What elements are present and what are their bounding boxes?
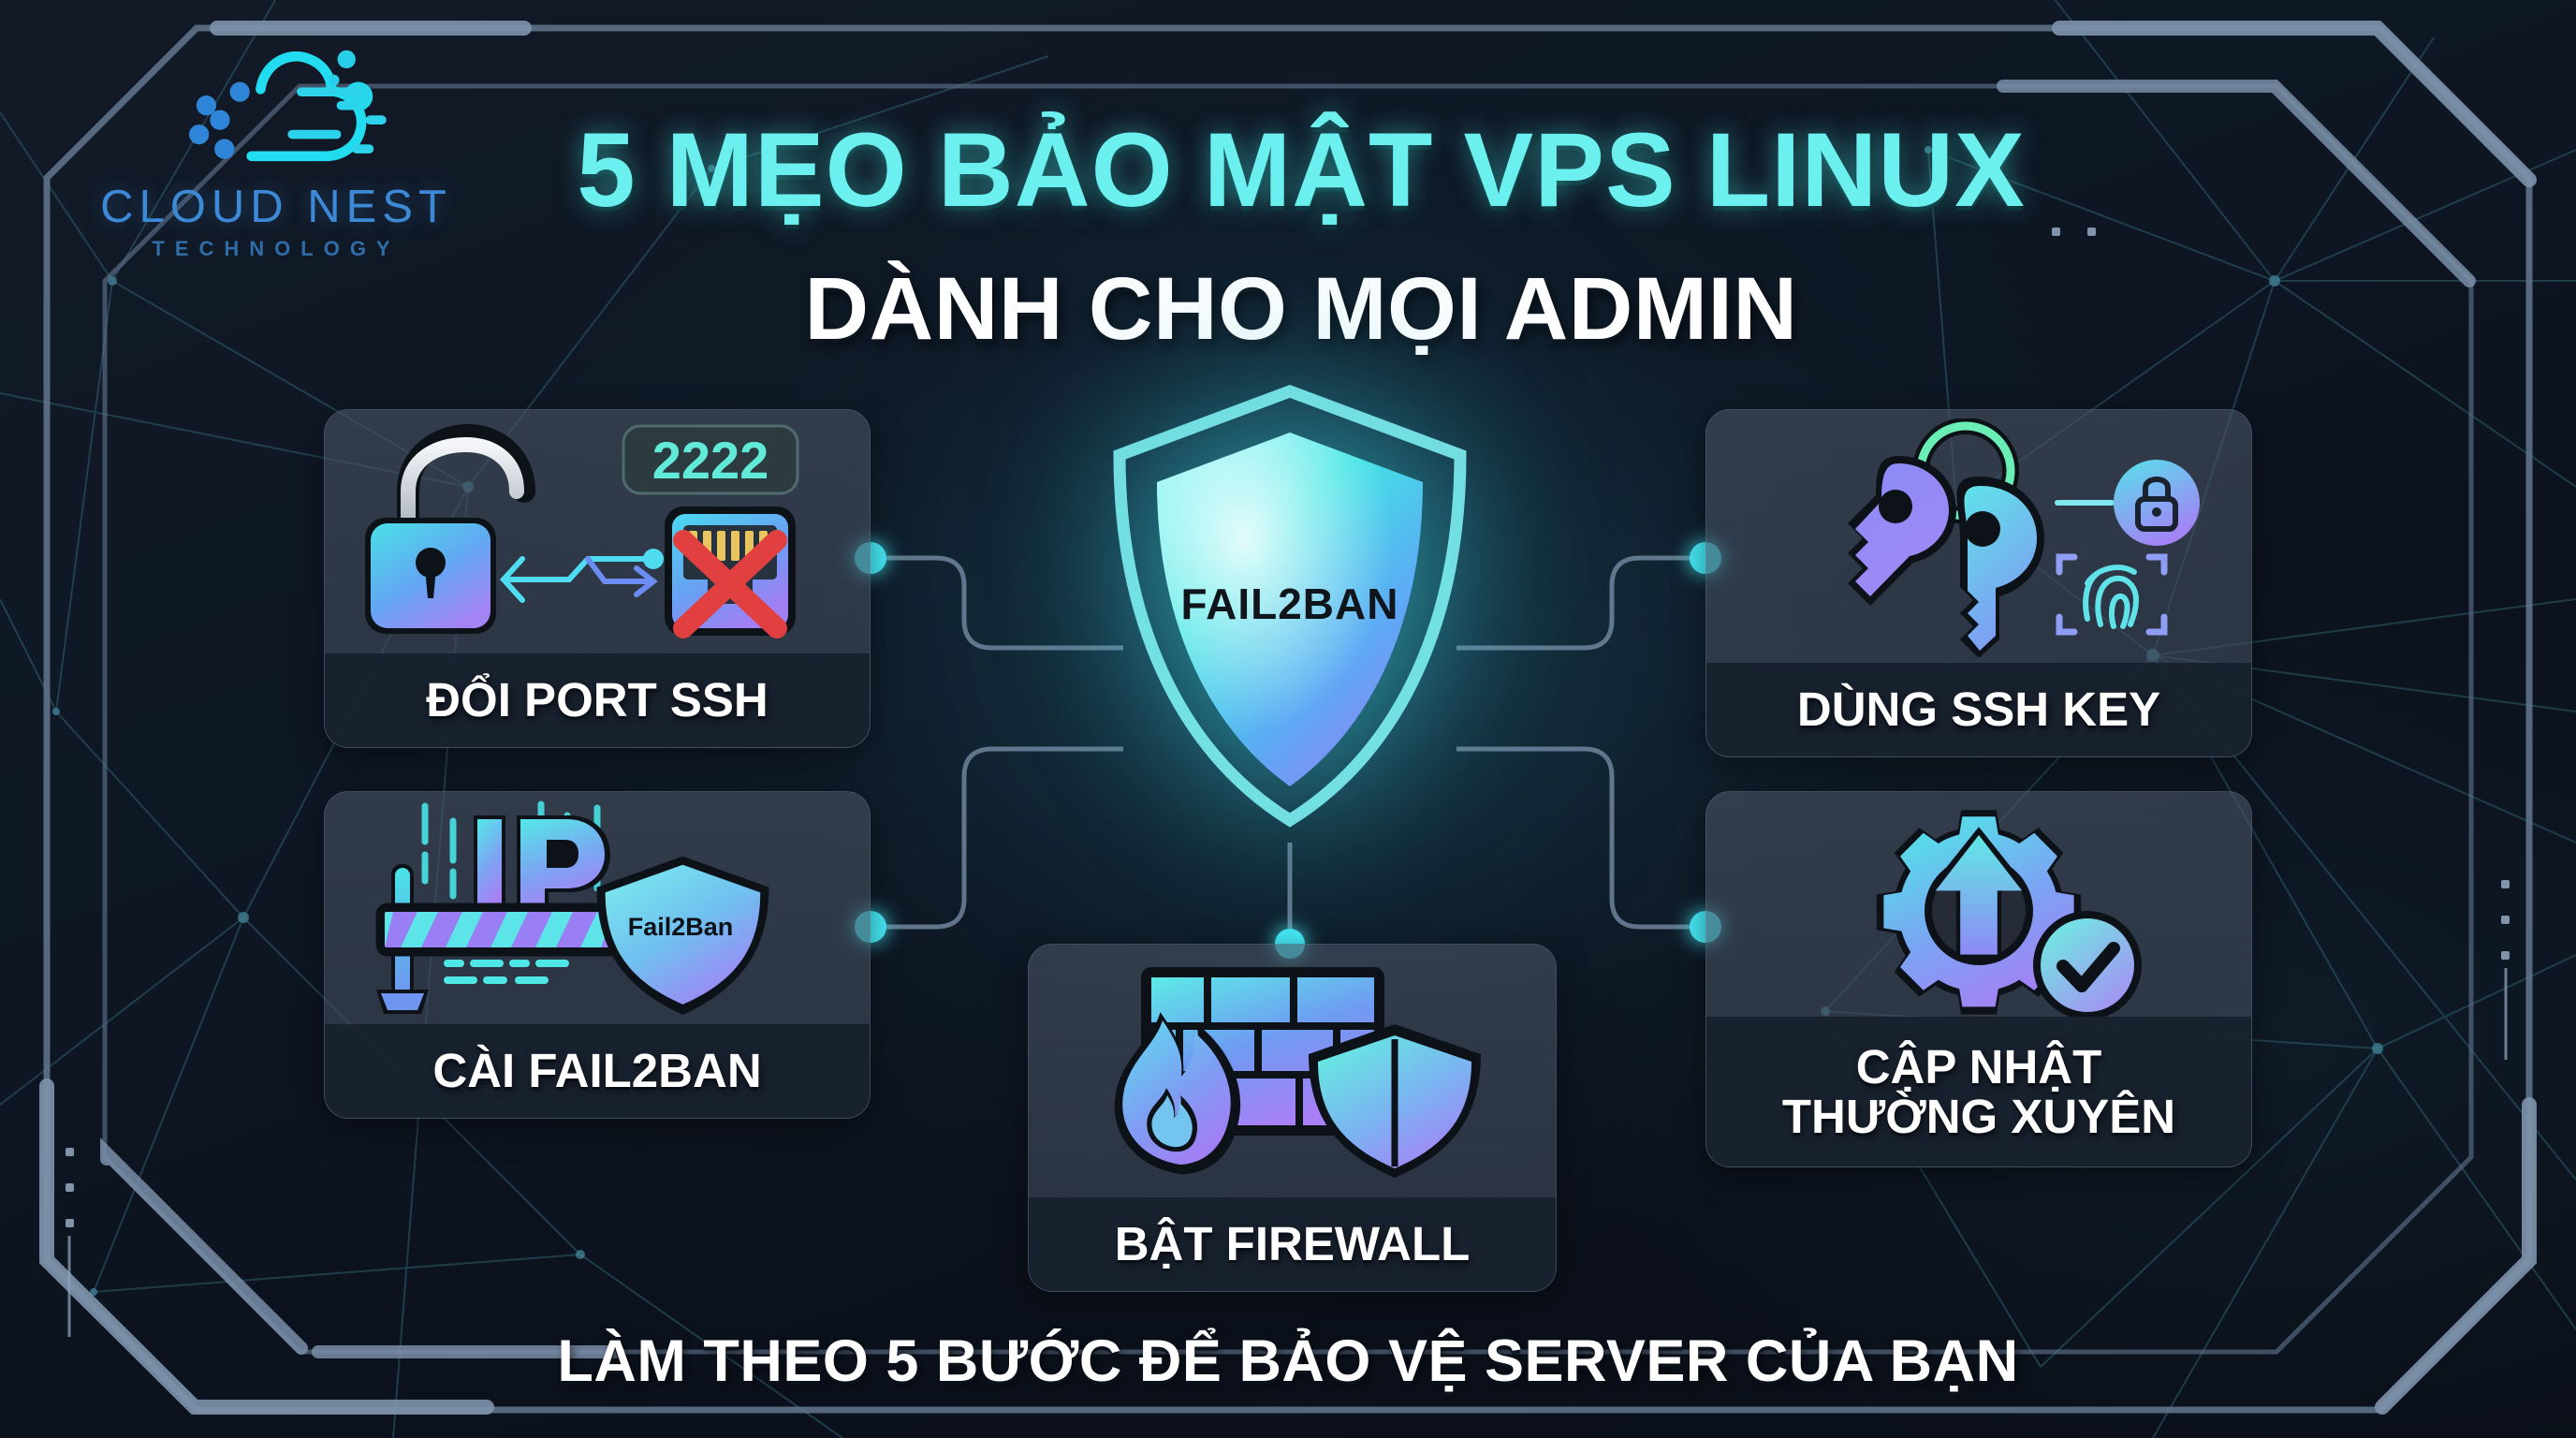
check-circle-icon: [2033, 911, 2142, 1018]
shield-icon: [1308, 1024, 1481, 1178]
card-label: CÀI FAIL2BAN: [432, 1044, 762, 1098]
footer-caption: LÀM THEO 5 BƯỚC ĐỂ BẢO VỆ SERVER CỦA BẠN: [557, 1328, 2019, 1394]
port-badge: 2222: [622, 424, 799, 495]
card-label: BẬT FIREWALL: [1114, 1217, 1471, 1271]
open-padlock-icon: 2222: [365, 423, 799, 638]
page-subtitle: DÀNH CHO MỌI ADMIN: [804, 259, 1798, 359]
up-arrow-icon: [1929, 827, 2028, 961]
brand-name: CLOUD NEST: [100, 182, 452, 232]
fingerprint-scan-icon: [2056, 553, 2168, 635]
fail2ban-shield-icon: Fail2Ban: [596, 856, 769, 1015]
card-label: DÙNG SSH KEY: [1796, 682, 2161, 737]
cloud-speed-lines-icon: [189, 50, 387, 162]
brand-tagline: TECHNOLOGY: [152, 237, 401, 260]
gear-icon: [1876, 810, 2142, 1018]
card-doi-port-ssh[interactable]: 2222: [324, 409, 871, 748]
blocked-x-icon: [673, 530, 787, 638]
flame-icon: [1114, 1012, 1240, 1175]
brick-wall-icon: [1114, 967, 1481, 1178]
brand-logo: CLOUD NEST TECHNOLOGY: [89, 42, 463, 260]
card-label-line1: CẬP NHẬT: [1855, 1039, 2102, 1093]
ip-text-icon: [474, 815, 610, 918]
keys-icon: [1848, 418, 2200, 657]
card-cai-fail2ban[interactable]: Fail2Ban CÀI FAIL2BAN: [324, 791, 871, 1119]
svg-text:2222: 2222: [652, 431, 769, 490]
fail2ban-shield-text: Fail2Ban: [628, 913, 734, 941]
lock-badge-icon: [2114, 459, 2200, 546]
barrier-gate-icon: Fail2Ban: [375, 800, 769, 1015]
page-title: 5 MẸO BẢO MẬT VPS LINUX: [577, 111, 2026, 228]
shield-label: FAIL2BAN: [1180, 580, 1399, 628]
card-cap-nhat-thuong-xuyen[interactable]: CẬP NHẬT THƯỜNG XUYÊN: [1705, 791, 2252, 1167]
center-shield: FAIL2BAN: [1093, 374, 1486, 843]
card-dung-ssh-key[interactable]: DÙNG SSH KEY: [1705, 409, 2252, 757]
card-label: ĐỔI PORT SSH: [426, 673, 768, 727]
card-label-line2: THƯỜNG XUYÊN: [1781, 1090, 2176, 1143]
card-bat-firewall[interactable]: BẬT FIREWALL: [1028, 944, 1557, 1292]
